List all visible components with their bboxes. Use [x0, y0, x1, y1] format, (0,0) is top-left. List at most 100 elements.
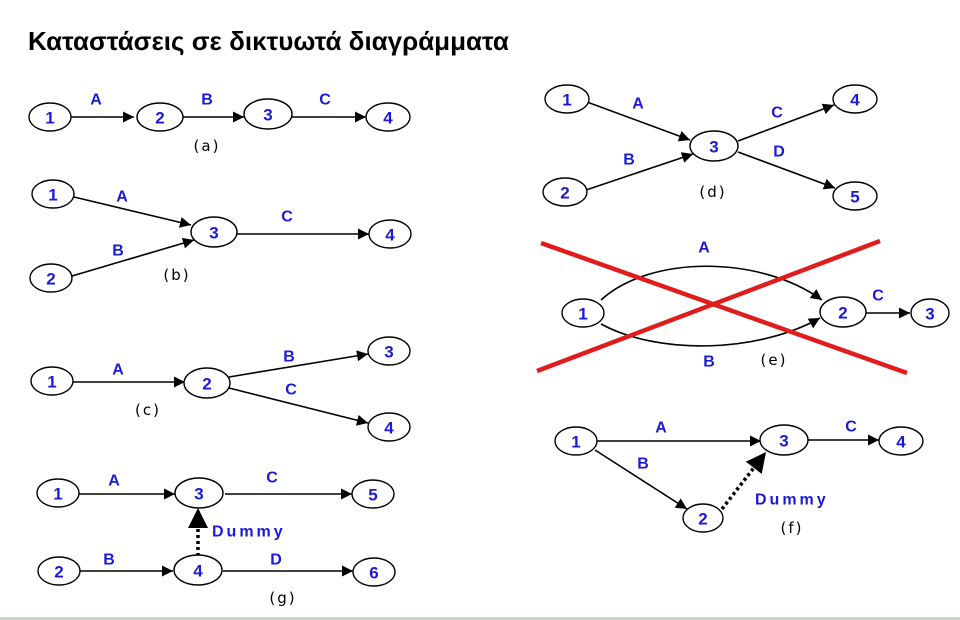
- caption-f: (f): [781, 519, 804, 537]
- node-e-1: 1: [561, 298, 605, 328]
- node-f-1: 1: [554, 426, 598, 456]
- node-g-1: 1: [36, 478, 80, 508]
- svg-text:5: 5: [368, 486, 377, 505]
- caption-d: (d): [699, 183, 726, 201]
- svg-text:3: 3: [384, 343, 393, 362]
- edge-label-g-D: D: [270, 552, 282, 569]
- svg-text:2: 2: [46, 270, 55, 289]
- svg-text:2: 2: [202, 375, 211, 394]
- edge-label-e-A: A: [698, 240, 710, 257]
- svg-text:2: 2: [698, 510, 707, 529]
- node-b-1: 1: [31, 179, 75, 209]
- node-c-3: 3: [367, 336, 411, 366]
- node-d-4: 4: [832, 84, 878, 114]
- svg-text:3: 3: [925, 305, 934, 324]
- edge-label-g-C: C: [266, 470, 278, 487]
- edge-d-A: [586, 101, 691, 142]
- svg-text:4: 4: [193, 562, 203, 581]
- svg-text:1: 1: [47, 373, 56, 392]
- edge-e-B: [600, 317, 821, 347]
- svg-text:4: 4: [850, 91, 860, 110]
- edge-label-e-C: C: [872, 288, 884, 305]
- svg-text:2: 2: [560, 184, 569, 203]
- edge-c-B: [228, 350, 369, 378]
- svg-text:2: 2: [155, 109, 164, 128]
- node-b-2: 2: [29, 263, 73, 293]
- red-cross-line-2: [536, 238, 881, 374]
- node-d-5: 5: [832, 181, 878, 211]
- edge-label-e-B: B: [703, 354, 715, 371]
- diagram-a: 1 2 3 4 A B C (a): [28, 92, 411, 155]
- node-d-1: 1: [544, 84, 590, 114]
- svg-text:4: 4: [384, 419, 394, 438]
- edge-label-b-B: B: [112, 243, 124, 260]
- dummy-label-f: Dummy: [755, 492, 829, 509]
- node-b-4: 4: [368, 219, 412, 249]
- caption-a: (a): [194, 137, 221, 155]
- node-a-3: 3: [243, 98, 293, 130]
- node-e-2: 2: [819, 296, 867, 328]
- red-cross-line-1: [540, 240, 908, 376]
- diagram-f: 1 3 4 2 A B C Dummy (f): [554, 419, 924, 537]
- node-d-2: 2: [542, 177, 588, 207]
- caption-g: (g): [269, 589, 296, 607]
- diagram-g: 1 3 5 2 4 6 A C B D Dummy (g): [36, 470, 396, 607]
- svg-text:2: 2: [54, 563, 63, 582]
- node-g-4: 4: [173, 554, 223, 586]
- edge-label-g-B: B: [103, 552, 115, 569]
- page-title: Καταστάσεις σε δικτυωτά διαγράμματα: [28, 26, 509, 56]
- node-a-1: 1: [28, 102, 72, 132]
- node-f-4: 4: [878, 426, 924, 456]
- node-g-2: 2: [37, 556, 81, 586]
- node-e-3: 3: [910, 298, 950, 328]
- node-b-3: 3: [190, 216, 238, 248]
- edge-label-a-C: C: [319, 92, 331, 109]
- diagram-b: 1 2 3 4 A B C (b): [29, 179, 412, 293]
- svg-text:3: 3: [194, 485, 203, 504]
- svg-text:1: 1: [45, 109, 54, 128]
- svg-text:3: 3: [709, 138, 718, 157]
- node-c-1: 1: [30, 366, 74, 396]
- edge-label-d-B: B: [623, 152, 635, 169]
- edge-b-B: [71, 237, 195, 277]
- svg-text:3: 3: [263, 106, 272, 125]
- edge-f-B: [594, 449, 688, 510]
- edge-label-g-A: A: [108, 473, 120, 490]
- edge-label-c-C: C: [285, 382, 297, 399]
- svg-text:5: 5: [850, 188, 859, 207]
- edge-b-A: [73, 196, 192, 228]
- edge-label-f-B: B: [637, 456, 649, 473]
- edge-label-a-A: A: [90, 92, 102, 109]
- node-g-5: 5: [351, 479, 395, 509]
- edge-label-f-C: C: [845, 419, 857, 436]
- node-d-3: 3: [689, 130, 739, 162]
- svg-text:1: 1: [48, 186, 57, 205]
- edge-label-b-C: C: [281, 209, 293, 226]
- node-f-3: 3: [759, 424, 809, 456]
- edge-d-B: [585, 152, 694, 191]
- dummy-label-g: Dummy: [212, 524, 286, 541]
- dummy-arrow-f: [720, 450, 768, 511]
- edge-label-b-A: A: [116, 189, 128, 206]
- edge-c-C: [228, 387, 369, 426]
- diagram-e: 1 2 3 A B C (e): [536, 238, 950, 376]
- svg-text:3: 3: [779, 432, 788, 451]
- slide-bottom-border: [0, 617, 960, 620]
- svg-text:1: 1: [562, 91, 571, 110]
- svg-text:1: 1: [571, 433, 580, 452]
- svg-text:4: 4: [385, 226, 395, 245]
- diagram-c: 1 2 3 4 A B C (c): [30, 336, 411, 442]
- node-a-2: 2: [136, 102, 184, 132]
- edge-e-A: [600, 265, 823, 301]
- svg-text:1: 1: [578, 305, 587, 324]
- diagram-d: 1 2 3 4 5 A B C D (d): [542, 84, 878, 211]
- caption-b: (b): [163, 266, 190, 284]
- node-g-3: 3: [174, 477, 224, 509]
- edge-d-D: [737, 151, 836, 190]
- edge-label-d-D: D: [773, 144, 785, 161]
- svg-text:3: 3: [209, 224, 218, 243]
- caption-e: (e): [761, 351, 788, 369]
- node-c-2: 2: [183, 367, 231, 399]
- edge-label-c-A: A: [112, 362, 124, 379]
